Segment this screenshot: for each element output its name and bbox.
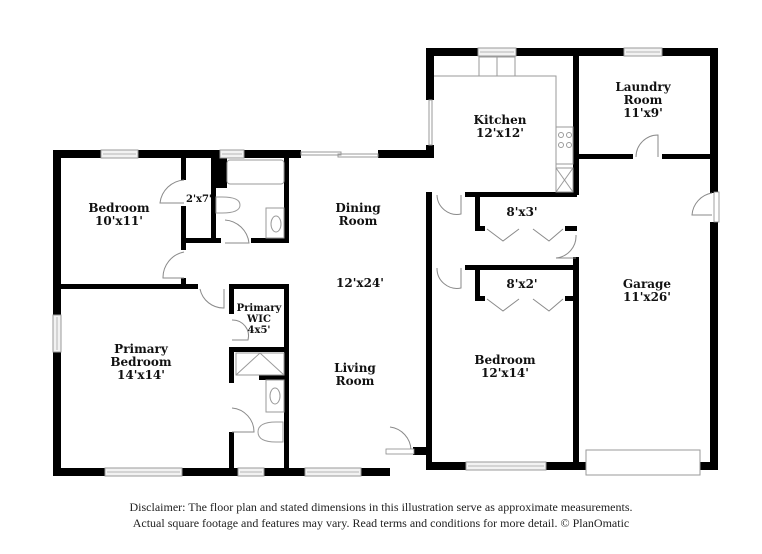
room-dims: 14'x14' (117, 368, 165, 382)
room-name-line2: Bedroom (110, 355, 172, 369)
windows (52, 47, 663, 477)
sliding-doors (300, 99, 433, 158)
disclaimer: Disclaimer: The floor plan and stated di… (0, 499, 762, 531)
room-dims: 8'x2' (506, 277, 538, 291)
garage-door (585, 449, 701, 476)
room-name-line1: Living (334, 361, 376, 375)
room-dims: 2'x7' (185, 194, 213, 205)
room-dims: 10'x11' (95, 214, 143, 228)
room-name-line2: Room (623, 93, 663, 107)
room-label-primary-wic: Primary WIC 4x5' (237, 303, 282, 336)
disclaimer-line-2: Actual square footage and features may v… (132, 516, 630, 530)
room-dims: 11'x9' (623, 106, 663, 120)
fixtures (215, 56, 574, 443)
room-label-laundry-room: Laundry Room 11'x9' (615, 81, 670, 120)
room-name-line2: WIC (247, 314, 271, 325)
disclaimer-line-1: Disclaimer: The floor plan and stated di… (129, 500, 633, 514)
room-name-line1: Primary (236, 303, 282, 314)
room-label-dining-room: Dining Room (335, 202, 380, 228)
room-dims: 11'x26' (623, 290, 671, 304)
room-label-living-room: Living Room (334, 362, 376, 388)
room-label-kitchen: Kitchen 12'x12' (474, 114, 527, 140)
room-label-primary-bedroom: Primary Bedroom 14'x14' (110, 343, 171, 382)
room-name-line1: Laundry (615, 80, 671, 94)
room-name: Bedroom (88, 201, 150, 215)
room-name-line1: Dining (335, 201, 381, 215)
room-name: Garage (622, 277, 672, 291)
room-name: Bedroom (474, 353, 536, 367)
room-label-closet-8x3: 8'x3' (506, 206, 537, 219)
room-label-closet-8x2: 8'x2' (506, 278, 537, 291)
room-label-garage: Garage 11'x26' (623, 278, 671, 304)
interior-walls (61, 56, 710, 476)
doors (159, 134, 720, 455)
room-dims: 8'x3' (506, 205, 538, 219)
room-name-line1: Primary (114, 342, 168, 356)
room-name-line2: Room (335, 374, 375, 388)
room-dims: 12'x12' (476, 126, 524, 140)
room-name: Kitchen (473, 113, 527, 127)
room-dims: 4x5' (247, 325, 271, 336)
room-label-great-room-dims: 12'x24' (336, 277, 384, 290)
room-label-bedroom-1: Bedroom 10'x11' (88, 202, 149, 228)
room-dims: 12'x24' (336, 276, 384, 290)
room-label-closet-2x7: 2'x7' (186, 194, 212, 205)
room-dims: 12'x14' (481, 366, 529, 380)
room-label-bedroom-2: Bedroom 12'x14' (474, 354, 535, 380)
room-name-line2: Room (338, 214, 378, 228)
